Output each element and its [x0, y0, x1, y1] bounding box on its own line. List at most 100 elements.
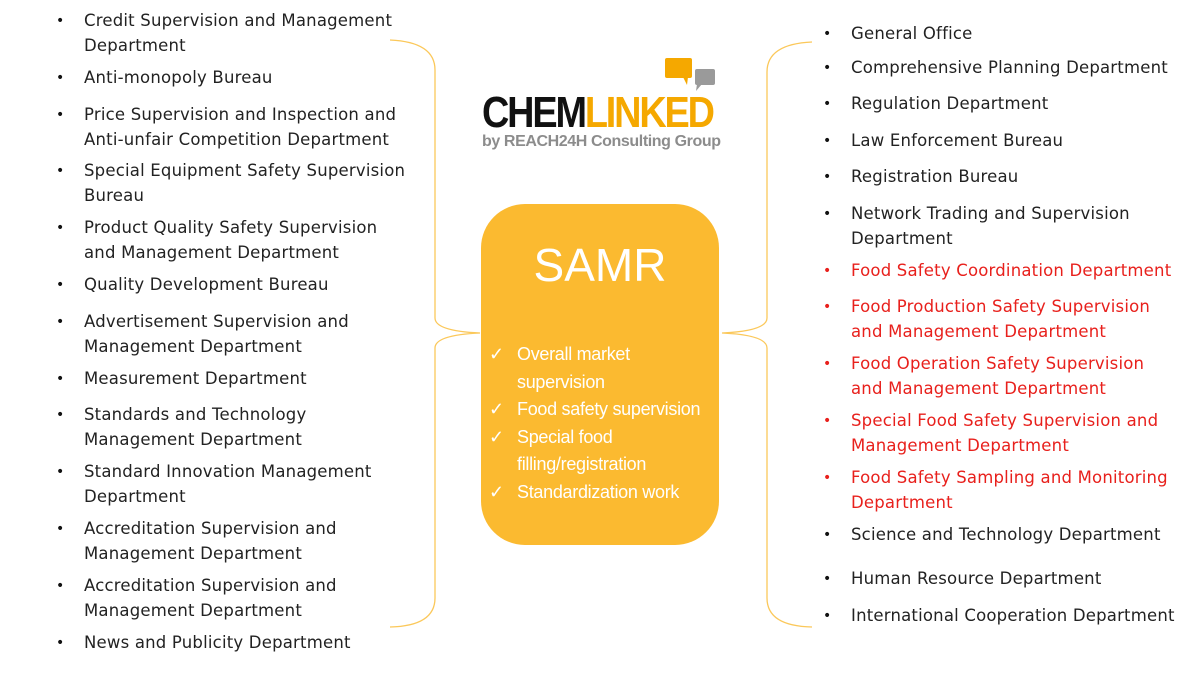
bullet-icon: •	[56, 277, 65, 293]
department-item: • Product Quality Safety Supervision and …	[56, 216, 414, 265]
bullet-icon: •	[823, 571, 832, 587]
department-item: • Advertisement Supervision and Managemen…	[56, 310, 414, 359]
department-item: • Regulation Department	[823, 92, 1181, 117]
department-name: Accreditation Supervision and Management…	[84, 576, 337, 620]
department-item: • Human Resource Department	[823, 567, 1181, 592]
bullet-icon: •	[56, 371, 65, 387]
department-name: Registration Bureau	[851, 167, 1019, 186]
bullet-icon: •	[56, 220, 65, 236]
bullet-icon: •	[823, 356, 832, 372]
check-icon: ✓	[489, 426, 504, 447]
department-item: • Special Food Safety Supervision and Man…	[823, 409, 1181, 458]
department-item: • General Office	[823, 22, 1181, 47]
bullet-icon: •	[56, 464, 65, 480]
bullet-icon: •	[823, 470, 832, 486]
department-item: • News and Publicity Department	[56, 631, 414, 656]
bullet-icon: •	[56, 314, 65, 330]
function-text: Standardization work	[517, 481, 680, 502]
department-name: News and Publicity Department	[84, 633, 351, 652]
department-name: Network Trading and Supervision Departme…	[851, 204, 1130, 248]
function-text: Special food filling/registration	[517, 426, 647, 475]
bullet-icon: •	[823, 133, 832, 149]
bullet-icon: •	[56, 407, 65, 423]
department-name: Anti-monopoly Bureau	[84, 68, 273, 87]
bullet-icon: •	[56, 521, 65, 537]
department-name: Special Food Safety Supervision and Mana…	[851, 411, 1159, 455]
bullet-icon: •	[823, 527, 832, 543]
department-item: • Measurement Department	[56, 367, 414, 392]
function-item: ✓ Overall market supervision	[489, 341, 719, 396]
bullet-icon: •	[823, 26, 832, 42]
department-item: • Food Operation Safety Supervision and M…	[823, 352, 1181, 401]
department-name: Regulation Department	[851, 94, 1049, 113]
department-name: Measurement Department	[84, 369, 307, 388]
bullet-icon: •	[823, 60, 832, 76]
department-name: Human Resource Department	[851, 569, 1102, 588]
function-item: ✓ Special food filling/registration	[489, 424, 719, 479]
department-item: • Standard Innovation Management Departme…	[56, 460, 414, 509]
bullet-icon: •	[823, 608, 832, 624]
bullet-icon: •	[56, 163, 65, 179]
department-name: Credit Supervision and Management Depart…	[84, 11, 393, 55]
department-item: • Credit Supervision and Management Depar…	[56, 9, 414, 58]
bullet-icon: •	[56, 578, 65, 594]
department-item: • International Cooperation Department	[823, 604, 1181, 629]
department-item: • Standards and Technology Management Dep…	[56, 403, 414, 452]
bullet-icon: •	[56, 70, 65, 86]
bullet-icon: •	[56, 13, 65, 29]
chemlinked-logo: CHEMLINKED by REACH24H Consulting Group	[482, 56, 722, 156]
department-item: • Special Equipment Safety Supervision Bu…	[56, 159, 414, 208]
check-icon: ✓	[489, 344, 504, 364]
bullet-icon: •	[823, 413, 832, 429]
bullet-icon: •	[56, 635, 65, 651]
right-bracket	[721, 41, 813, 628]
function-text: Food safety supervision	[517, 399, 701, 419]
department-name: General Office	[851, 24, 973, 43]
bullet-icon: •	[823, 169, 832, 185]
department-name: Food Safety Sampling and Monitoring Depa…	[851, 468, 1168, 512]
function-list: ✓ Overall market supervision ✓ Food safety …	[489, 341, 719, 506]
department-item: • Network Trading and Supervision Departm…	[823, 202, 1181, 251]
department-item: • Accreditation Supervision and Managemen…	[56, 574, 414, 623]
department-name: Food Safety Coordination Department	[851, 261, 1172, 280]
samr-title: SAMR	[533, 239, 667, 291]
bullet-icon: •	[823, 299, 832, 315]
department-item: • Anti-monopoly Bureau	[56, 66, 414, 91]
department-item: • Price Supervision and Inspection and An…	[56, 103, 414, 152]
department-item: • Food Safety Coordination Department	[823, 259, 1181, 284]
department-item: • Quality Development Bureau	[56, 273, 414, 298]
department-item: • Registration Bureau	[823, 165, 1181, 190]
check-icon: ✓	[489, 399, 504, 419]
department-name: Comprehensive Planning Department	[851, 58, 1168, 77]
bullet-icon: •	[56, 107, 65, 123]
department-name: Advertisement Supervision and Management…	[84, 312, 349, 356]
function-text: Overall market supervision	[517, 344, 630, 392]
department-name: Quality Development Bureau	[84, 275, 329, 294]
department-name: Price Supervision and Inspection and Ant…	[84, 105, 397, 149]
department-name: Accreditation Supervision and Management…	[84, 519, 337, 563]
department-item: • Food Safety Sampling and Monitoring Dep…	[823, 466, 1181, 515]
department-name: Standard Innovation Management Departmen…	[84, 462, 372, 506]
department-item: • Science and Technology Department	[823, 523, 1181, 548]
department-name: Standards and Technology Management Depa…	[84, 405, 307, 449]
logo-wordmark: CHEMLINKED	[482, 88, 715, 137]
bullet-icon: •	[823, 263, 832, 279]
check-icon: ✓	[489, 481, 504, 502]
bullet-icon: •	[823, 96, 832, 112]
samr-box: SAMR ✓ Overall market supervision ✓ Food sa…	[481, 204, 719, 545]
department-name: Law Enforcement Bureau	[851, 131, 1064, 150]
department-name: Special Equipment Safety Supervision Bur…	[84, 161, 406, 205]
department-item: • Comprehensive Planning Department	[823, 56, 1181, 81]
function-item: ✓ Food safety supervision	[489, 396, 719, 424]
department-name: Product Quality Safety Supervision and M…	[84, 218, 378, 262]
department-item: • Food Production Safety Supervision and …	[823, 295, 1181, 344]
department-name: Science and Technology Department	[851, 525, 1161, 544]
logo-subtitle: by REACH24H Consulting Group	[482, 133, 721, 150]
department-name: Food Operation Safety Supervision and Ma…	[851, 354, 1145, 398]
department-name: International Cooperation Department	[851, 606, 1175, 625]
department-name: Food Production Safety Supervision and M…	[851, 297, 1151, 341]
bullet-icon: •	[823, 206, 832, 222]
left-bracket	[389, 39, 481, 628]
department-item: • Law Enforcement Bureau	[823, 129, 1181, 154]
